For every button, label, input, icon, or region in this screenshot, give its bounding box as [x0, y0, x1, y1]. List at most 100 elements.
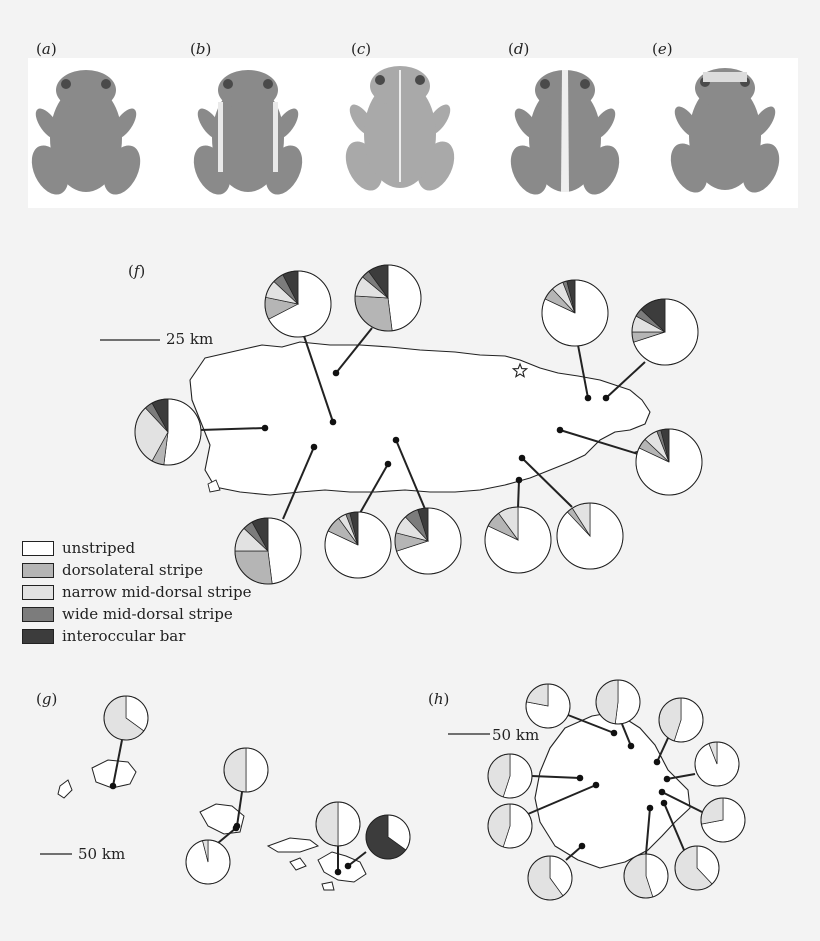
- sample-site: [610, 729, 618, 737]
- pie-leader-line: [112, 739, 123, 787]
- kahoolawe-outline: [321, 881, 335, 891]
- pie-chart: [103, 695, 149, 741]
- hawaii-island-outline: [534, 711, 691, 869]
- pie-leader-line: [521, 457, 573, 508]
- sample-site: [578, 842, 586, 850]
- pie-chart: [623, 853, 669, 899]
- frog-photo: [31, 70, 141, 195]
- pie-chart: [185, 839, 231, 885]
- pie-chart: [525, 683, 571, 729]
- frog-photo: [670, 68, 780, 193]
- pie-outline: [324, 511, 392, 579]
- pie-leader-line: [282, 446, 315, 520]
- pie-outline: [103, 695, 149, 741]
- legend-label: wide mid-dorsal stripe: [62, 605, 233, 623]
- pie-outline: [700, 797, 746, 843]
- sample-site: [329, 418, 337, 426]
- pie-chart: [556, 502, 624, 570]
- pie-outline: [394, 507, 462, 575]
- pie-outline: [487, 753, 533, 799]
- pie-chart: [527, 855, 573, 901]
- pie-leader-line: [236, 791, 243, 827]
- pie-chart: [365, 814, 411, 860]
- pie-outline: [595, 679, 641, 725]
- legend: unstriped dorsolateral stripe narrow mid…: [22, 537, 251, 647]
- frog-eye: [101, 79, 111, 89]
- pie-slice: [315, 801, 339, 847]
- pie-slice: [387, 264, 422, 332]
- legend-item-unstriped: unstriped: [22, 537, 251, 559]
- pie-outline: [541, 279, 609, 347]
- pie-chart: [694, 741, 740, 787]
- pie-leader-line: [527, 784, 597, 815]
- pie-outline: [264, 270, 332, 338]
- pie-leader-line: [359, 463, 389, 514]
- pie-slice: [223, 747, 247, 793]
- pie-leader-line: [605, 361, 646, 399]
- sample-site: [384, 460, 392, 468]
- pie-chart: [674, 845, 720, 891]
- frog-body: [212, 84, 284, 192]
- pie-outline: [365, 814, 411, 860]
- sample-site: [232, 824, 240, 832]
- pie-outline: [354, 264, 422, 332]
- panel-label-e: (e): [652, 40, 673, 58]
- molokai-outline: [266, 837, 320, 853]
- pie-outline: [623, 853, 669, 899]
- sample-site: [515, 476, 523, 484]
- frog-head: [218, 70, 278, 110]
- pie-chart: [134, 398, 202, 466]
- pie-leader-line: [517, 479, 520, 509]
- pie-chart: [487, 753, 533, 799]
- sample-site: [332, 369, 340, 377]
- sample-site: [518, 454, 526, 462]
- pie-chart: [487, 803, 533, 849]
- frog-body: [689, 82, 761, 190]
- sample-site: [592, 781, 600, 789]
- panel-label-c: (c): [351, 40, 372, 58]
- pie-chart: [354, 264, 422, 332]
- pie-chart: [394, 507, 462, 575]
- pie-leader-line: [395, 439, 426, 510]
- pie-outline: [185, 839, 231, 885]
- sample-site: [109, 782, 117, 790]
- pie-outline: [315, 801, 361, 847]
- sample-site: [556, 426, 564, 434]
- legend-swatch: [22, 628, 54, 644]
- pie-chart: [631, 298, 699, 366]
- pie-slice: [354, 295, 393, 332]
- pie-outline: [556, 502, 624, 570]
- frog-stripe: [218, 102, 223, 172]
- sample-site: [653, 758, 661, 766]
- legend-label: unstriped: [62, 539, 136, 557]
- pie-outline: [134, 398, 202, 466]
- pie-leader-line: [663, 802, 685, 851]
- scale-label-g: 50 km: [78, 845, 126, 863]
- kauai-outline: [91, 759, 137, 789]
- sample-site: [663, 775, 671, 783]
- pie-outline: [487, 803, 533, 849]
- frog-eye: [540, 79, 550, 89]
- frog-eye: [263, 79, 273, 89]
- sample-site: [627, 742, 635, 750]
- pie-chart: [223, 747, 269, 793]
- pie-leader-line: [347, 851, 367, 867]
- pie-outline: [674, 845, 720, 891]
- scale-bars: [40, 339, 490, 855]
- maui-outline: [317, 851, 367, 883]
- frog-eye: [375, 75, 385, 85]
- pie-outline: [484, 506, 552, 574]
- pie-outline: [635, 428, 703, 496]
- sample-site: [334, 868, 342, 876]
- pie-outline: [631, 298, 699, 366]
- pie-leader-line: [621, 723, 632, 747]
- scale-label-h: 50 km: [492, 726, 540, 744]
- frog-stripe: [703, 72, 747, 82]
- sample-site: [658, 788, 666, 796]
- pie-leader-line: [199, 427, 266, 431]
- legend-swatch: [22, 562, 54, 578]
- legend-swatch: [22, 584, 54, 600]
- frog-eye: [580, 79, 590, 89]
- sample-site: [261, 424, 269, 432]
